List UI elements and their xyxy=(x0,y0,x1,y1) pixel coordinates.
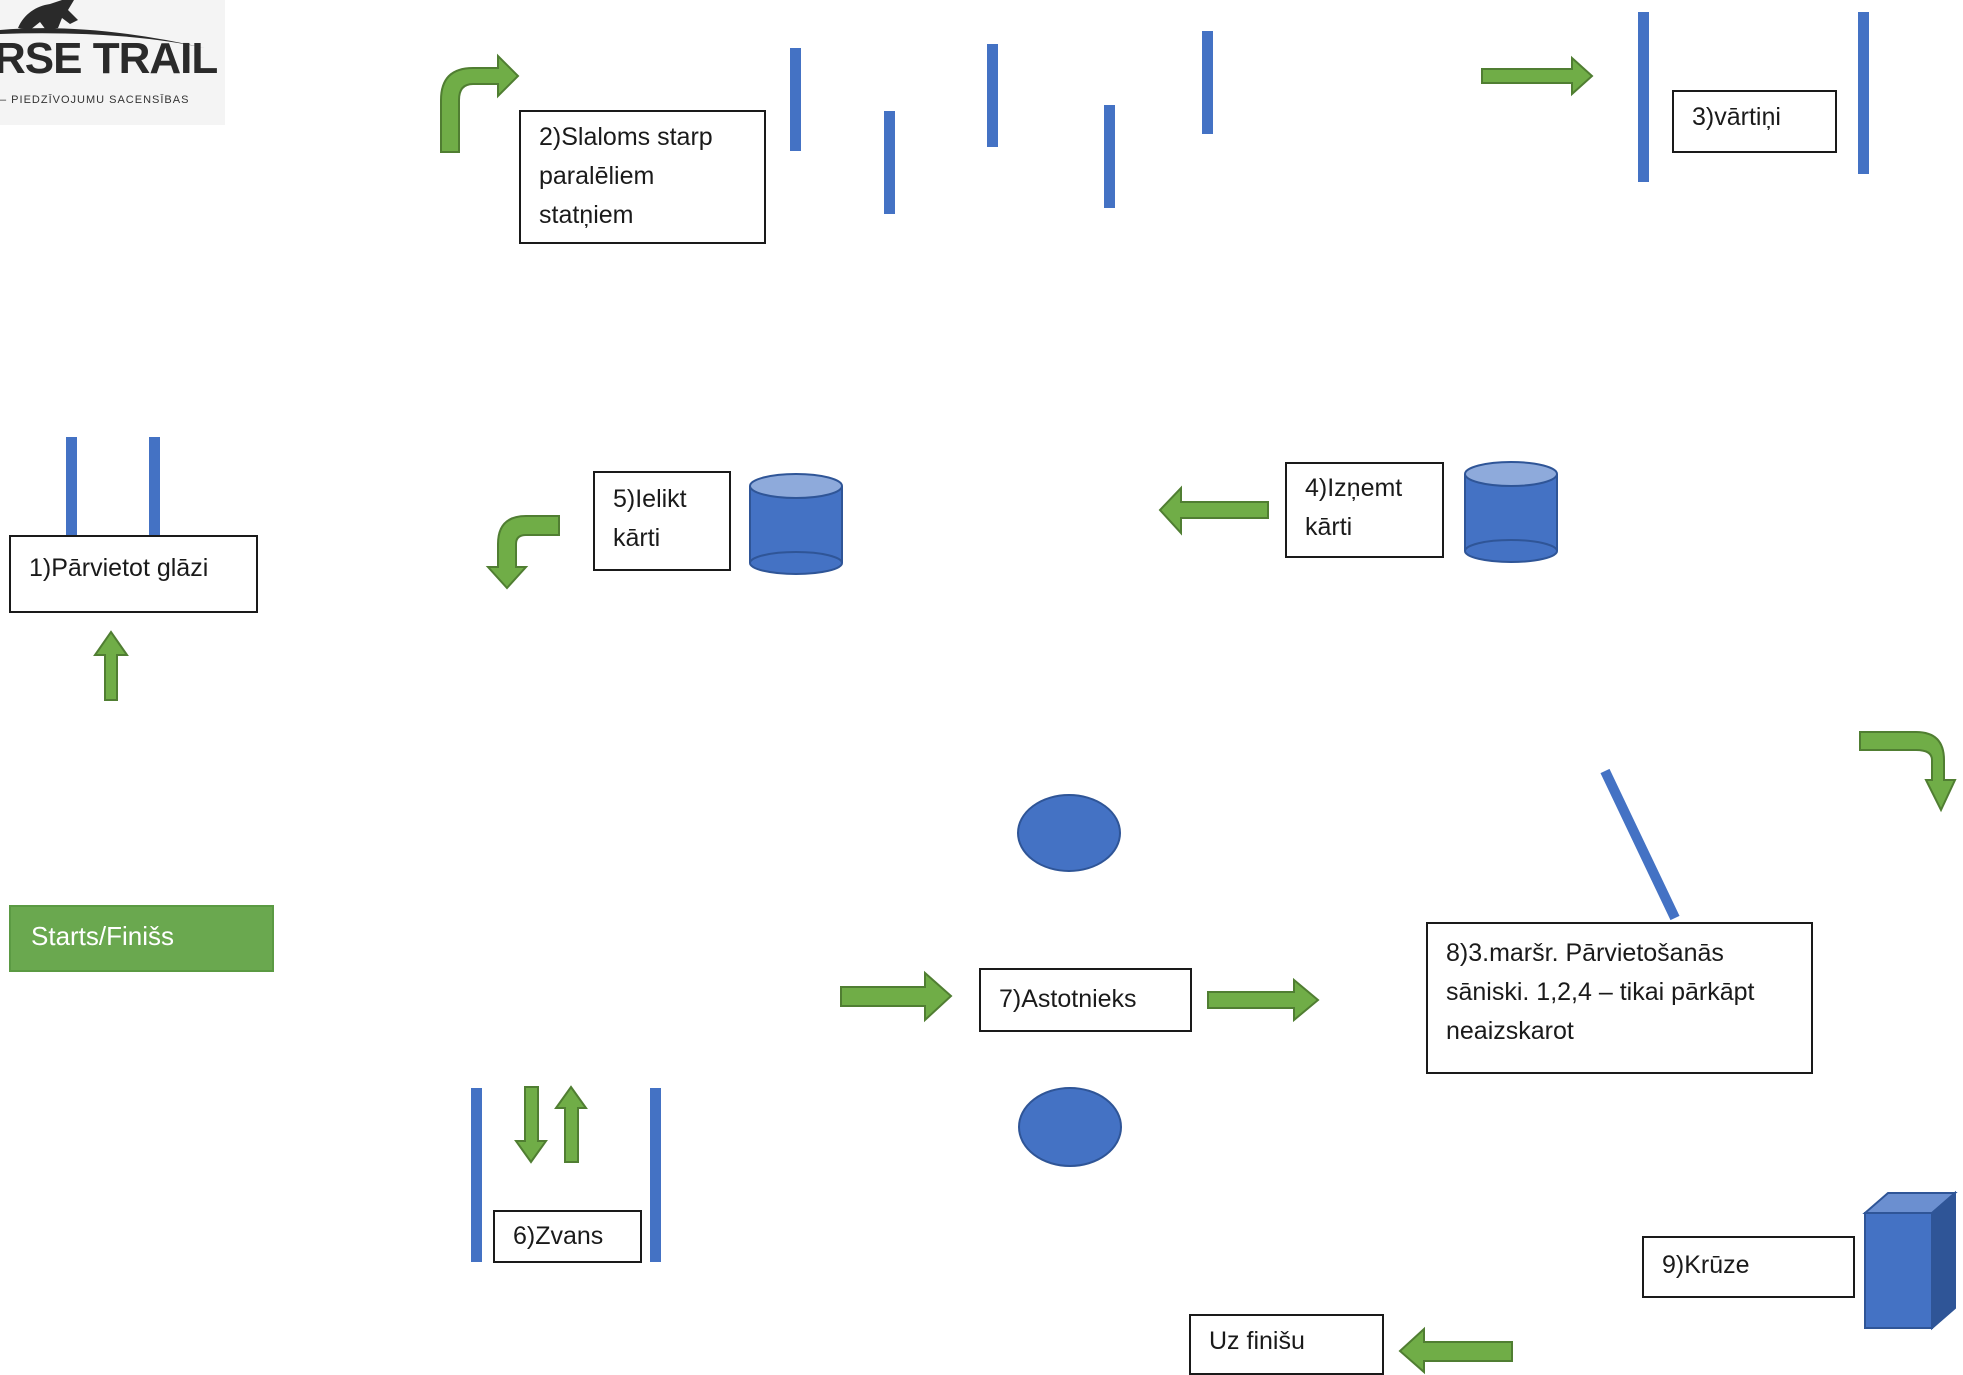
pole xyxy=(1638,12,1649,182)
barrel-icon xyxy=(749,473,843,575)
finish-label: Uz finišu xyxy=(1189,1314,1384,1375)
station-9-label: 9)Krūze xyxy=(1642,1236,1855,1298)
arrow-up-icon xyxy=(554,1085,588,1163)
start-finish-label: Starts/Finišs xyxy=(9,905,274,972)
logo-text: RSE TRAIL xyxy=(0,34,218,83)
station-7-label: 7)Astotnieks xyxy=(979,968,1192,1032)
arrow-left-icon xyxy=(1398,1326,1513,1375)
figure-eight-marker xyxy=(1018,1087,1122,1167)
arrow-right-icon xyxy=(1481,55,1594,97)
bent-arrow-icon xyxy=(485,515,560,590)
figure-eight-marker xyxy=(1017,794,1121,872)
pole xyxy=(790,48,801,151)
arrow-left-icon xyxy=(1158,485,1269,536)
pole xyxy=(1858,12,1869,174)
station-4-label: 4)Izņemt kārti xyxy=(1285,462,1444,558)
bent-arrow-icon xyxy=(1859,731,1957,813)
arrow-right-icon xyxy=(840,970,953,1023)
barrel-icon xyxy=(1464,461,1558,563)
station-1-label: 1)Pārvietot glāzi xyxy=(9,535,258,613)
arrow-down-icon xyxy=(514,1086,548,1164)
pole xyxy=(987,44,998,147)
arrow-up-icon xyxy=(93,630,129,701)
pole xyxy=(471,1088,482,1262)
pole xyxy=(650,1088,661,1262)
station-6-label: 6)Zvans xyxy=(493,1210,642,1263)
bent-arrow-icon xyxy=(440,53,520,153)
arrow-right-icon xyxy=(1207,977,1320,1023)
logo: RSE TRAIL – PIEDZĪVOJUMU SACENSĪBAS xyxy=(0,0,225,125)
pole xyxy=(1104,105,1115,208)
station-8-label: 8)3.maršr. Pārvietošanās sāniski. 1,2,4 … xyxy=(1426,922,1813,1074)
pole xyxy=(149,437,160,535)
horse-silhouette-icon xyxy=(0,0,205,48)
pole xyxy=(66,437,77,535)
station-2-label: 2)Slaloms starp paralēliem statņiem xyxy=(519,110,766,244)
mug-cube-icon xyxy=(1862,1190,1958,1331)
station-5-label: 5)Ielikt kārti xyxy=(593,471,731,571)
pole xyxy=(884,111,895,214)
pole xyxy=(1202,31,1213,134)
station-3-label: 3)vārtiņi xyxy=(1672,90,1837,153)
logo-tagline: – PIEDZĪVOJUMU SACENSĪBAS xyxy=(0,94,190,106)
pole xyxy=(1600,768,1680,921)
